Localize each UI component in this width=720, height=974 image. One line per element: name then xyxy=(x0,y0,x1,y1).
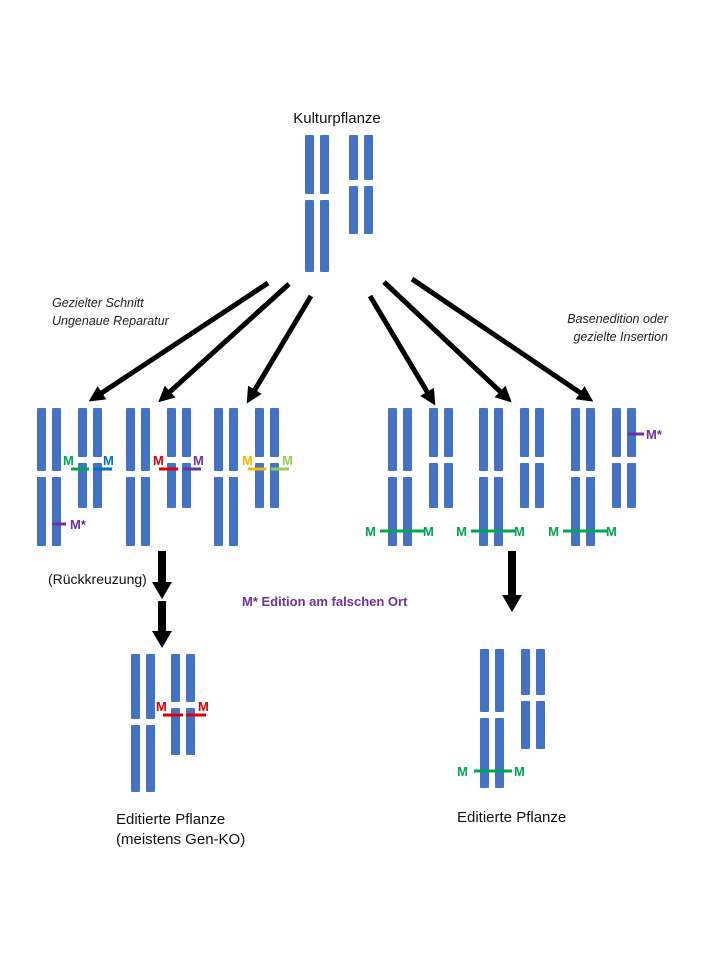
chromosome-result-left-long-a xyxy=(131,654,140,792)
chromosome-edited-short-6-b xyxy=(627,408,636,508)
result-label-red-2: M xyxy=(198,699,209,714)
chromosome-layer xyxy=(37,135,636,792)
chromosome-edited-short-2-a xyxy=(167,408,176,508)
chromosome-edited-short-5-b xyxy=(535,408,544,508)
mutation-bar-blue xyxy=(93,467,112,471)
result-label-red-1: M xyxy=(156,699,167,714)
edit-label-right-4: M xyxy=(423,524,434,539)
chromosome-result-right-long-b xyxy=(495,649,504,788)
chromosome-edited-long-2-b xyxy=(141,408,150,546)
chromosome-edited-short-4-a xyxy=(429,408,438,508)
down-arrow-4 xyxy=(367,294,436,406)
chromosome-edited-short-3-b xyxy=(270,408,279,508)
mutation-bar-red xyxy=(159,467,178,471)
mutation-label-lightgreen: M xyxy=(282,453,293,468)
backcross-label: (Rückkreuzung) xyxy=(48,571,147,587)
chromosome-edited-long-5-a xyxy=(479,408,488,546)
down-arrow-backcross-1 xyxy=(152,551,172,599)
chromosome-edited-long-2-a xyxy=(126,408,135,546)
chromosome-edited-short-6-a xyxy=(612,408,621,508)
chromosome-edited-short-1-a xyxy=(78,408,87,508)
left-annotation-line2: Ungenaue Reparatur xyxy=(52,314,170,328)
chromosome-parent-short-a xyxy=(349,135,358,234)
result-bar-red-1 xyxy=(163,713,183,717)
arrow-layer xyxy=(88,276,594,648)
mutation-label-yellow: M xyxy=(242,453,253,468)
mutation-bar-yellow xyxy=(248,467,266,471)
mutation-label-green: M xyxy=(63,453,74,468)
chromosome-edited-short-4-b xyxy=(444,408,453,508)
title-label: Kulturpflanze xyxy=(293,110,381,127)
result-left-line1: Editierte Pflanze xyxy=(116,811,225,828)
result-bar-green xyxy=(474,769,512,773)
mutation-bar-green xyxy=(71,467,89,471)
edit-label-left-5: M xyxy=(456,524,467,539)
result-bar-red-2 xyxy=(186,713,206,717)
down-arrow-backcross-2 xyxy=(152,601,172,648)
offtarget-bar-1 xyxy=(52,522,66,526)
mutation-mark-layer: M M M* M M M M M M M M M M M* M M M M xyxy=(52,427,663,779)
chromosome-edited-long-4-a xyxy=(388,408,397,546)
edit-label-left-6: M xyxy=(548,524,559,539)
right-annotation-line2: gezielte Insertion xyxy=(573,330,668,344)
result-left-line2: (meistens Gen-KO) xyxy=(116,831,245,848)
offtarget-label-2: M* xyxy=(646,427,663,442)
offtarget-note: M* Edition am falschen Ort xyxy=(242,594,408,609)
edit-bar-6 xyxy=(563,529,608,533)
chromosome-result-right-short-b xyxy=(536,649,545,749)
chromosome-result-left-short-a xyxy=(171,654,180,755)
chromosome-result-right-long-a xyxy=(480,649,489,788)
down-arrow-3 xyxy=(246,294,314,404)
chromosome-result-left-long-b xyxy=(146,654,155,792)
mutation-label-blue: M xyxy=(103,453,114,468)
chromosome-edited-short-1-b xyxy=(93,408,102,508)
edit-bar-4 xyxy=(380,529,425,533)
edit-bar-5 xyxy=(471,529,516,533)
right-annotation-line1: Basenedition oder xyxy=(567,312,669,326)
down-arrow-1 xyxy=(88,280,270,402)
offtarget-bar-2 xyxy=(628,432,644,436)
offtarget-label-1: M* xyxy=(70,517,87,532)
down-arrow-5 xyxy=(382,280,512,403)
chromosome-result-left-short-b xyxy=(186,654,195,755)
chromosome-parent-long-a xyxy=(305,135,314,272)
down-arrow-6 xyxy=(410,276,594,402)
chromosome-result-right-short-a xyxy=(521,649,530,749)
chromosome-edited-short-3-a xyxy=(255,408,264,508)
chromosome-edited-short-5-a xyxy=(520,408,529,508)
chromosome-edited-long-3-a xyxy=(214,408,223,546)
result-label-green-left: M xyxy=(457,764,468,779)
chromosome-edited-long-1-a xyxy=(37,408,46,546)
chromosome-parent-long-b xyxy=(320,135,329,272)
chromosome-edited-long-6-a xyxy=(571,408,580,546)
chromosome-parent-short-b xyxy=(364,135,373,234)
result-right-line1: Editierte Pflanze xyxy=(457,809,566,826)
down-arrow-right-result xyxy=(502,551,522,612)
left-annotation-line1: Gezielter Schnitt xyxy=(52,296,144,310)
chromosome-edited-long-6-b xyxy=(586,408,595,546)
result-label-green-right: M xyxy=(514,764,525,779)
edit-label-right-6: M xyxy=(606,524,617,539)
mutation-bar-lightgreen xyxy=(271,467,289,471)
chromosome-edited-long-1-b xyxy=(52,408,61,546)
chromosome-edited-long-4-b xyxy=(403,408,412,546)
edit-label-right-5: M xyxy=(514,524,525,539)
mutation-label-red: M xyxy=(153,453,164,468)
mutation-bar-purple xyxy=(183,467,201,471)
mutation-label-purple: M xyxy=(193,453,204,468)
chromosome-edited-long-5-b xyxy=(494,408,503,546)
edit-label-left-4: M xyxy=(365,524,376,539)
chromosome-edited-long-3-b xyxy=(229,408,238,546)
chromosome-edited-short-2-b xyxy=(182,408,191,508)
down-arrow-2 xyxy=(158,282,291,403)
